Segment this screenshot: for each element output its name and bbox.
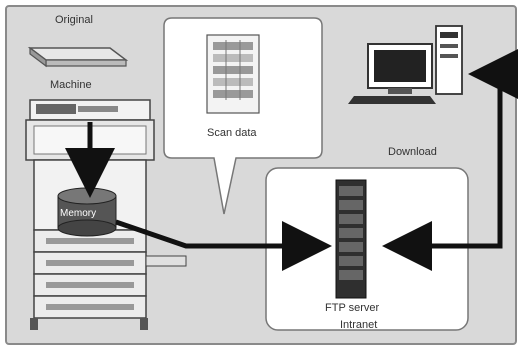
original-document-icon (30, 48, 126, 66)
ftp-server-label: FTP server (325, 302, 380, 314)
intranet-label: Intranet (340, 319, 377, 331)
memory-label: Memory (60, 208, 96, 219)
scan-data-label: Scan data (207, 127, 257, 139)
ftp-server-icon (336, 180, 366, 298)
scan-data-document-icon (207, 35, 259, 113)
original-label: Original (55, 14, 93, 26)
machine-label: Machine (50, 79, 92, 91)
download-label: Download (388, 146, 437, 158)
